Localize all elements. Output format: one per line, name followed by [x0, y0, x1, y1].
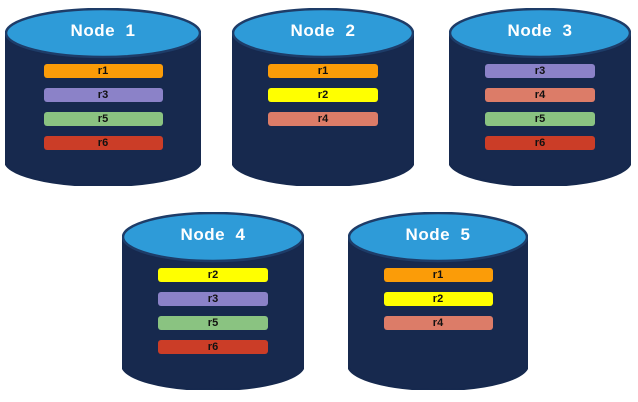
- replica-bar-r4[interactable]: r4: [383, 316, 493, 330]
- cylinder-top-ellipse: [5, 8, 201, 59]
- replica-label: r6: [207, 340, 219, 353]
- cylinder-top-ellipse: [122, 212, 304, 263]
- replica-label: r5: [534, 112, 546, 125]
- replica-bar-r6[interactable]: r6: [43, 136, 163, 150]
- replica-label: r4: [534, 88, 546, 101]
- replica-list: r3 r4 r5 r6: [449, 64, 631, 150]
- replica-bar-r5[interactable]: r5: [485, 112, 595, 126]
- replica-bar-r2[interactable]: r2: [158, 268, 268, 282]
- replica-list: r2 r3 r5 r6: [122, 268, 304, 354]
- replica-bar-r3[interactable]: r3: [158, 292, 268, 306]
- replica-label: r3: [534, 64, 546, 77]
- replica-label: r5: [207, 316, 219, 329]
- replica-label: r3: [97, 88, 109, 101]
- replica-bar-r1[interactable]: r1: [268, 64, 378, 78]
- cylinder-top-ellipse: [232, 8, 414, 59]
- replica-bar-r2[interactable]: r2: [383, 292, 493, 306]
- replica-bar-r1[interactable]: r1: [383, 268, 493, 282]
- replica-bar-r3[interactable]: r3: [485, 64, 595, 78]
- replica-bar-r1[interactable]: r1: [43, 64, 163, 78]
- replica-list: r1 r2 r4: [232, 64, 414, 126]
- replica-bar-r2[interactable]: r2: [268, 88, 378, 102]
- replica-bar-r5[interactable]: r5: [43, 112, 163, 126]
- replica-label: r2: [207, 268, 219, 281]
- cylinder-top-ellipse: [449, 8, 631, 59]
- replica-label: r1: [97, 64, 109, 77]
- replica-label: r6: [534, 136, 546, 149]
- cylinder-top-ellipse: [348, 212, 528, 263]
- replica-bar-r3[interactable]: r3: [43, 88, 163, 102]
- replica-label: r6: [97, 136, 109, 149]
- replica-label: r1: [317, 64, 329, 77]
- replica-label: r1: [432, 268, 444, 281]
- replica-label: r4: [317, 112, 329, 125]
- replica-bar-r4[interactable]: r4: [485, 88, 595, 102]
- replica-label: r3: [207, 292, 219, 305]
- replica-bar-r4[interactable]: r4: [268, 112, 378, 126]
- replica-list: r1 r3 r5 r6: [5, 64, 201, 150]
- replica-list: r1 r2 r4: [348, 268, 528, 330]
- replica-label: r2: [317, 88, 329, 101]
- replica-label: r4: [432, 316, 444, 329]
- replica-label: r5: [97, 112, 109, 125]
- replica-bar-r5[interactable]: r5: [158, 316, 268, 330]
- replica-bar-r6[interactable]: r6: [485, 136, 595, 150]
- replica-label: r2: [432, 292, 444, 305]
- replica-bar-r6[interactable]: r6: [158, 340, 268, 354]
